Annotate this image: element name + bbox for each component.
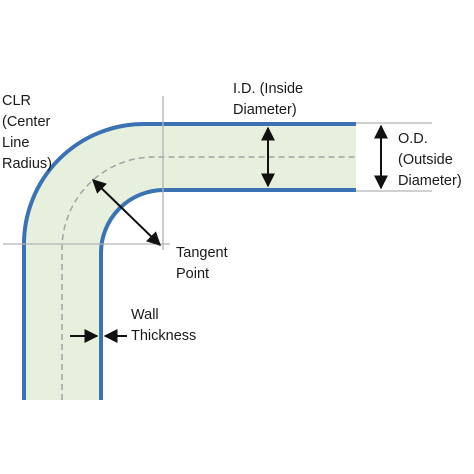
tangent-point-label: Tangent Point (176, 245, 228, 282)
clr-arrow (91, 179, 162, 246)
id-label: I.D. (Inside Diameter) (233, 81, 304, 118)
centerline (61, 156, 356, 400)
clr-label: CLR (Center Line Radius) (2, 93, 52, 172)
inner-wall (99, 188, 356, 400)
outer-wall (22, 122, 356, 400)
wall-thickness-label: Wall Thickness (131, 307, 197, 344)
od-label: O.D. (Outside Diameter) (398, 131, 462, 189)
